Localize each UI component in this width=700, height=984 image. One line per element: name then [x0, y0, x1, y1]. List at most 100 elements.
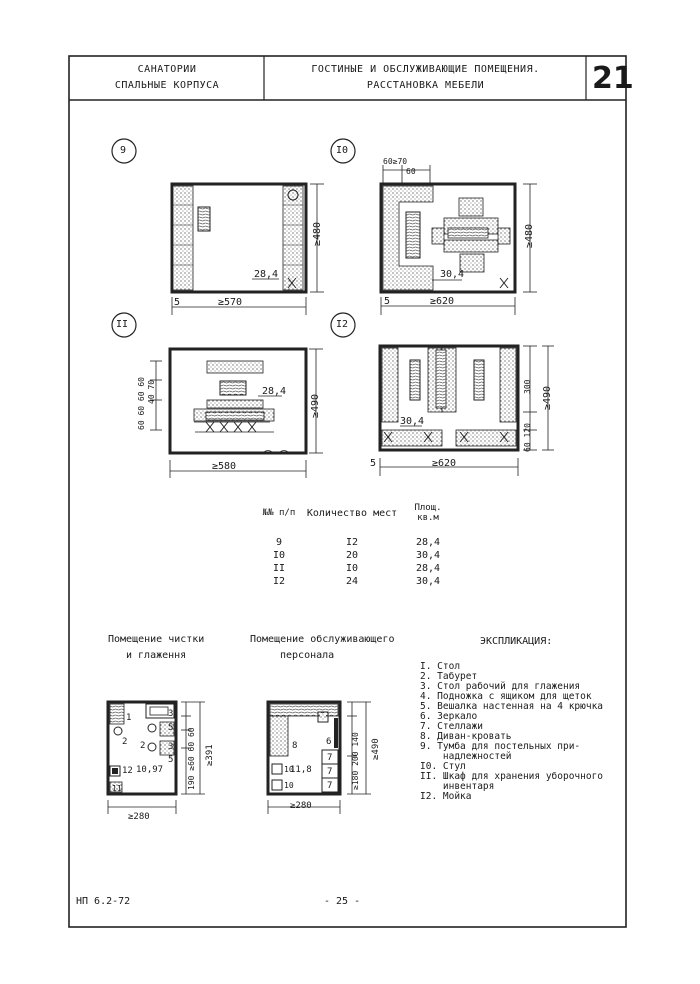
header-left-line1: САНАТОРИИ: [137, 64, 197, 75]
plan-11-width: ≥580: [212, 461, 237, 472]
plan-11-left-dim2: 40 70: [147, 379, 156, 404]
table-row: I0 20 30,4: [258, 549, 452, 562]
table-cell: II: [272, 563, 286, 574]
explication-title: ЭКСПЛИКАЦИЯ:: [480, 636, 553, 647]
plan-9-drawing: [111, 138, 324, 315]
plan-11-drawing: [111, 312, 323, 478]
explication-item: 5. Вешалка настенная на 4 крючка: [420, 701, 604, 712]
explication-item: 3. Стол рабочий для глажения: [420, 681, 581, 692]
staff-room-height: ≥490: [371, 738, 381, 760]
plan-10-width: ≥620: [430, 296, 455, 307]
explication-item: 7. Стеллажи: [420, 721, 483, 732]
cleaning-room-height-parts: 190 ≥60 60 60: [187, 727, 196, 790]
staff-label: 7: [327, 781, 333, 791]
cleaning-room-drawing: [106, 700, 205, 814]
cleaning-room-height: ≥391: [205, 744, 215, 766]
staff-label: 10: [284, 781, 294, 790]
table-cell: 30,4: [415, 550, 441, 561]
plan-9-area: 28,4: [254, 269, 279, 280]
column-header: Площ. кв.м: [414, 503, 442, 523]
staff-room-drawing: [266, 700, 371, 814]
explication-item: I2. Мойка: [420, 791, 472, 802]
summary-table: №№ п/п Количество мест Площ. кв.м 9 I2 2…: [258, 503, 452, 588]
plan-9-number: 9: [120, 145, 127, 156]
staff-room-width: ≥280: [290, 801, 312, 811]
table-cell: 30,4: [415, 576, 441, 587]
staff-label: 10: [284, 765, 294, 774]
explication-item: 2. Табурет: [420, 671, 478, 682]
staff-label: 7: [327, 753, 333, 763]
plan-10-area: 30,4: [440, 269, 465, 280]
cleaning-label: 5: [168, 723, 174, 733]
cleaning-room-title-line2: и глаження: [126, 650, 187, 661]
explication-item: инвентаря: [420, 781, 495, 792]
plan-11-height: ≥490: [310, 393, 321, 418]
cleaning-room-title-line1: Помещение чистки: [108, 634, 205, 645]
table-cell: 20: [345, 550, 359, 561]
cleaning-label: 3: [168, 709, 174, 719]
table-row: 9 I2 28,4: [258, 536, 452, 549]
cleaning-label: 1: [126, 713, 132, 723]
staff-room-height-parts: ≥180 200 140: [351, 732, 360, 790]
explication-item: II. Шкаф для хранения уборочного: [420, 771, 604, 782]
plan-10-top-dims: 60≥70: [383, 157, 408, 166]
table-cell: 9: [275, 537, 283, 548]
cleaning-label: 12: [122, 766, 133, 776]
table-row: II I0 28,4: [258, 562, 452, 575]
staff-room-area: 11,8: [290, 765, 312, 775]
staff-label: 6: [326, 737, 332, 747]
staff-label: 7: [327, 767, 333, 777]
explication-item: 6. Зеркало: [420, 711, 478, 722]
plan-12-area: 30,4: [400, 416, 425, 427]
explication-item: 9. Тумба для постельных при-: [420, 741, 581, 752]
cleaning-label: 11: [112, 784, 122, 793]
plan-12-number: I2: [336, 319, 349, 330]
plan-12-width: ≥620: [432, 458, 457, 469]
table-cell: 28,4: [415, 563, 441, 574]
document-code: НП 6.2-72: [76, 896, 131, 907]
table-header-row: №№ п/п Количество мест Площ. кв.м: [258, 503, 452, 523]
plan-9-width: ≥570: [218, 297, 243, 308]
table-cell: I2: [272, 576, 286, 587]
sheet-number: 21: [592, 61, 634, 96]
staff-room-title-line2: персонала: [280, 650, 335, 661]
table-cell: I0: [345, 563, 359, 574]
header-left-line2: СПАЛЬНЫЕ КОРПУСА: [114, 80, 220, 91]
plan-12-right-dim2: 60 120: [523, 423, 532, 452]
header-center-line2: РАССТАНОВКА МЕБЕЛИ: [366, 80, 485, 91]
plan-12-height: ≥490: [542, 385, 553, 410]
plan-12-margin: 5: [370, 458, 377, 469]
plan-10-drawing: [330, 138, 537, 315]
plan-11-number: II: [116, 319, 129, 330]
plan-12-drawing: [330, 312, 554, 476]
cleaning-room-area: 10,97: [136, 765, 164, 775]
cleaning-label: 3: [168, 742, 174, 752]
plan-12-right-dims: 300: [523, 379, 532, 394]
plan-9-margin: 5: [174, 297, 181, 308]
explication-item: I. Стол: [420, 661, 461, 672]
explication-list: I. Стол 2. Табурет 3. Стол рабочий для г…: [420, 662, 603, 802]
plan-11-area: 28,4: [262, 386, 287, 397]
cleaning-label: 2: [122, 737, 128, 747]
page-frame: [68, 55, 627, 928]
page-number: - 25 -: [324, 896, 361, 907]
staff-label: 8: [292, 741, 298, 751]
cleaning-label: 2: [140, 741, 146, 751]
header-center-line1: ГОСТИНЫЕ И ОБСЛУЖИВАЮЩИЕ ПОМЕЩЕНИЯ.: [311, 64, 540, 75]
plan-9-height: ≥480: [312, 221, 323, 246]
column-header: №№ п/п: [262, 508, 296, 518]
table-cell: 28,4: [415, 537, 441, 548]
column-header: Количество мест: [306, 507, 398, 519]
explication-item: 4. Подножка с ящиком для щеток: [420, 691, 592, 702]
plan-10-top-dim2: 60: [406, 167, 416, 176]
table-row: I2 24 30,4: [258, 575, 452, 588]
plan-10-height: ≥480: [524, 223, 535, 248]
table-cell: 24: [345, 576, 359, 587]
plan-10-number: I0: [336, 145, 349, 156]
table-cell: I2: [345, 537, 359, 548]
explication-item: 8. Диван-кровать: [420, 731, 512, 742]
cleaning-room-width: ≥280: [128, 812, 150, 822]
plan-10-margin: 5: [384, 296, 391, 307]
